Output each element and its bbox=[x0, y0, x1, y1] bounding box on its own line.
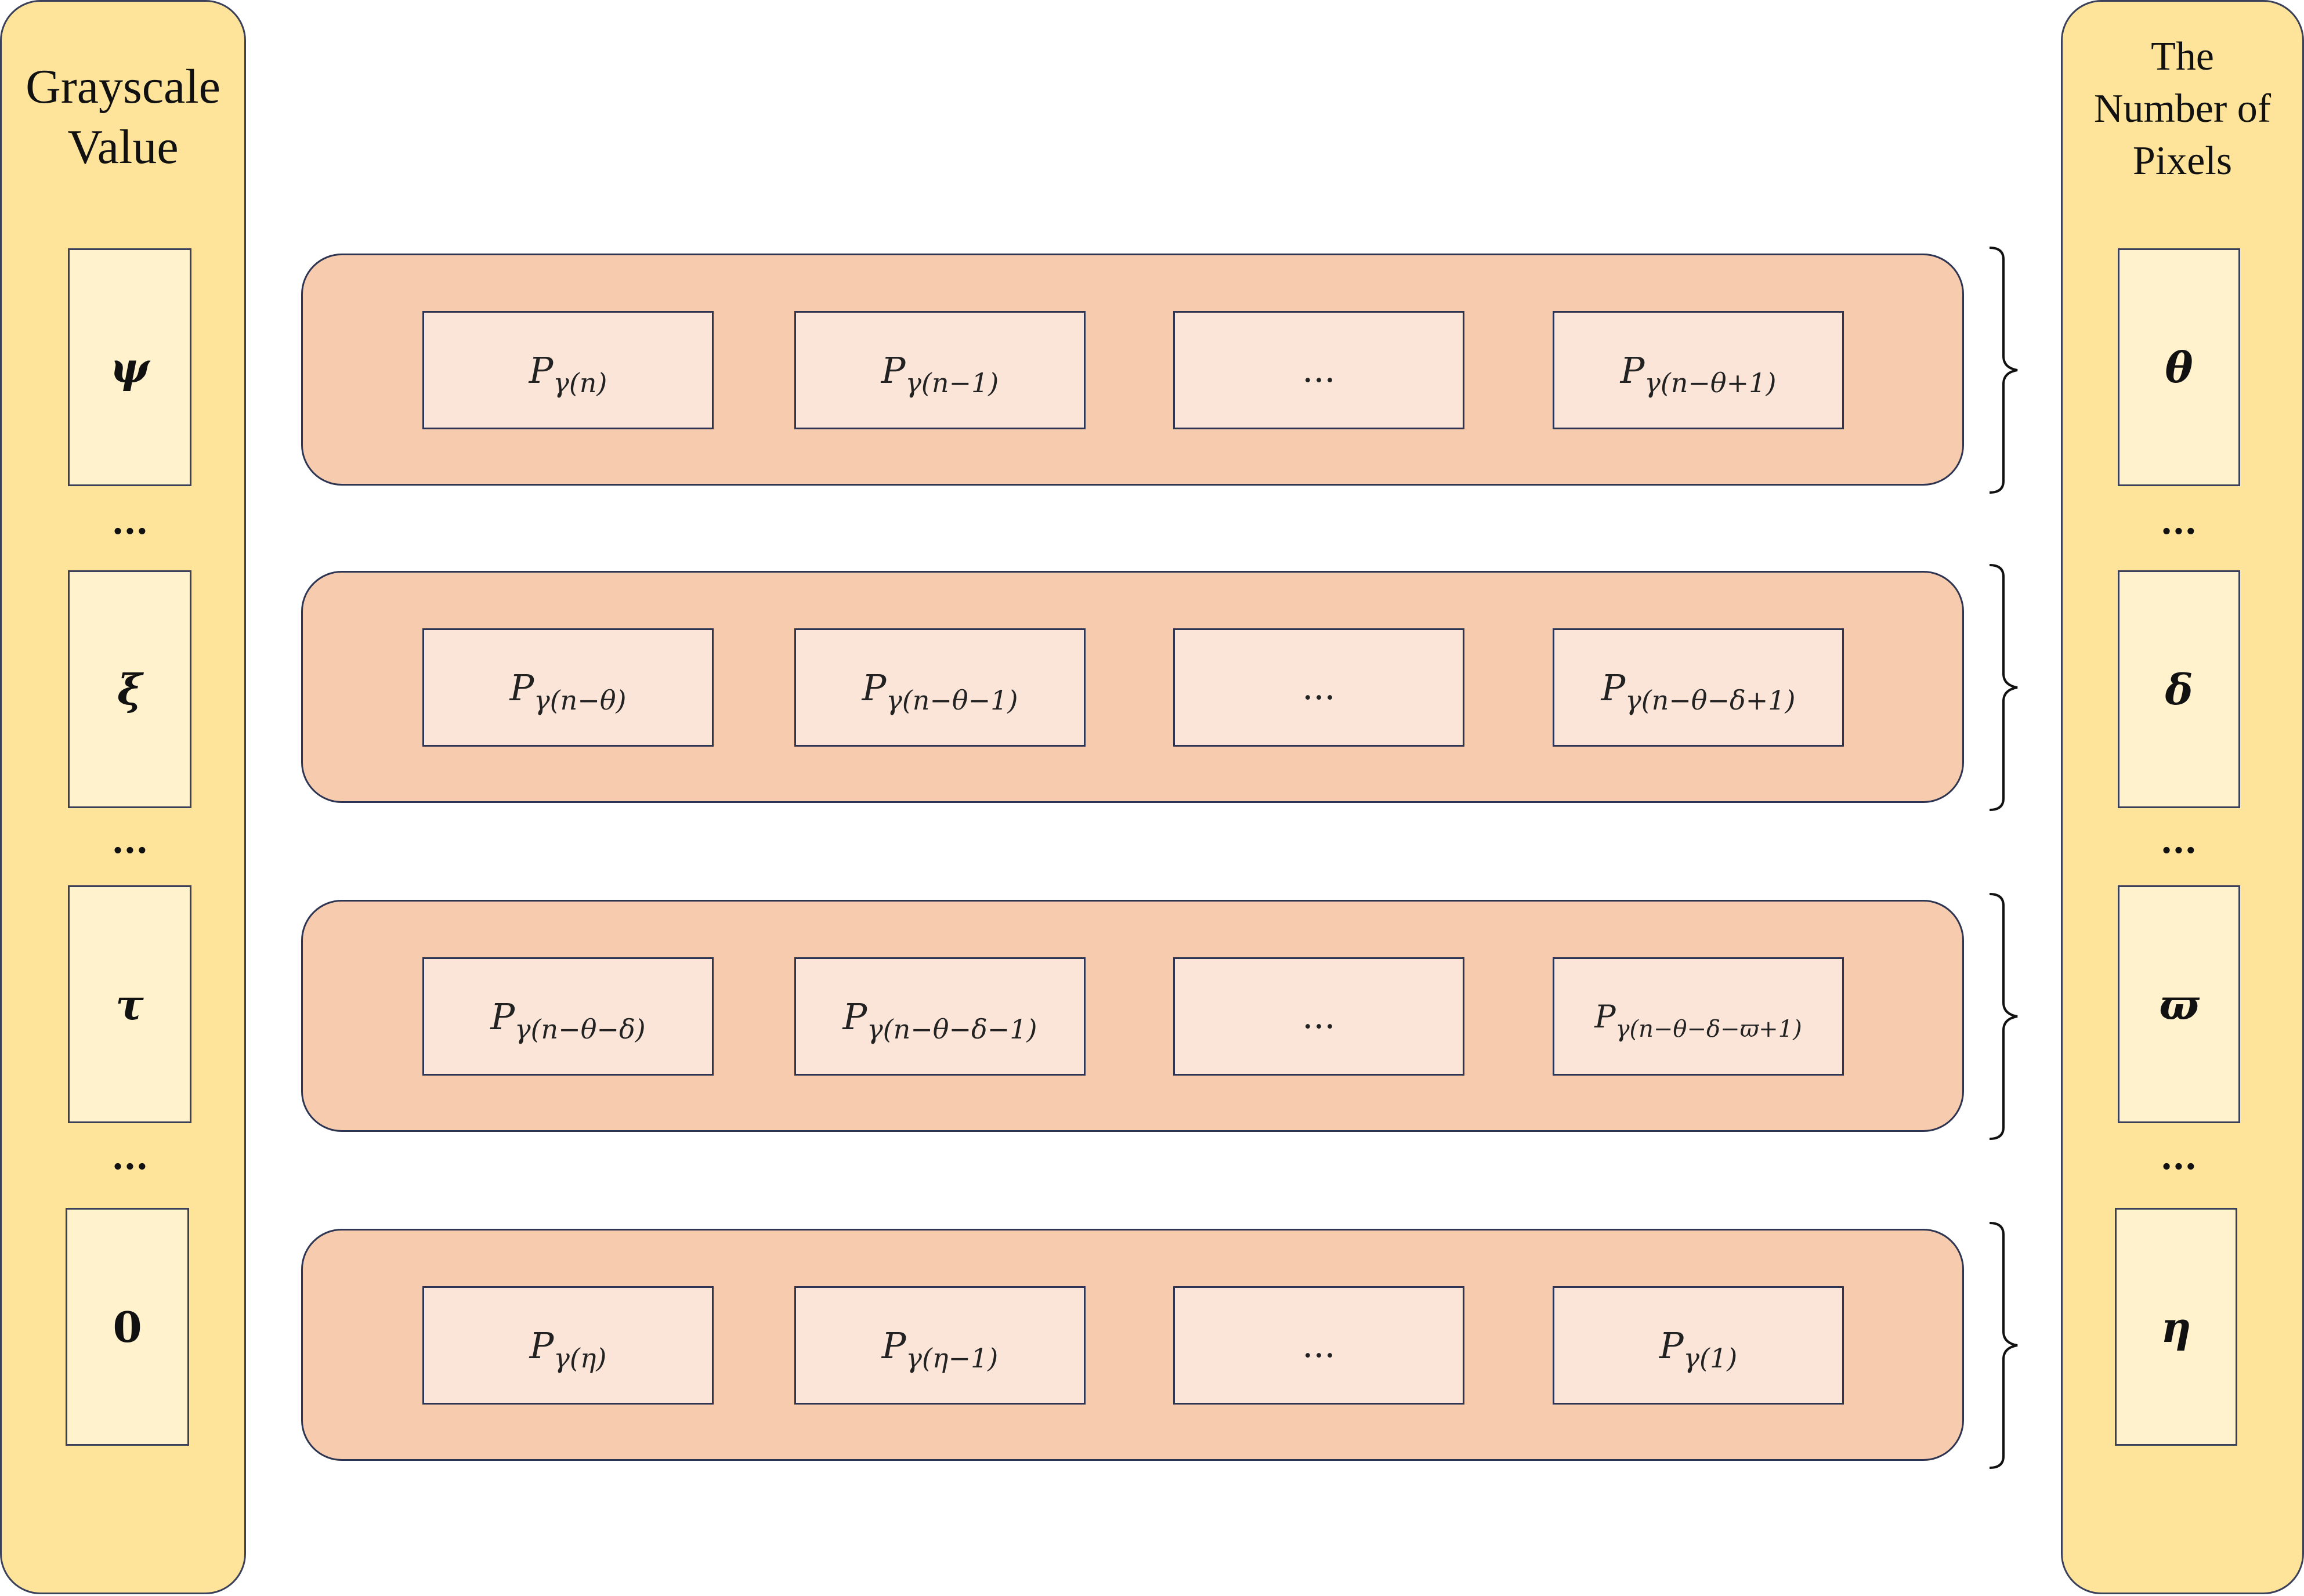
cell-main: P bbox=[490, 995, 515, 1038]
brace-icon bbox=[1989, 893, 2018, 1140]
cell-main: ... bbox=[1302, 996, 1336, 1037]
pixel-title-line-3: Pixels bbox=[2132, 139, 2233, 183]
cell-subscript: γ(1) bbox=[1683, 1342, 1738, 1374]
cell-main: P bbox=[862, 666, 887, 709]
cell-main: ... bbox=[1302, 1325, 1336, 1366]
cell-subscript: γ(n−1) bbox=[905, 367, 999, 399]
pixel-count-delta: δ bbox=[2118, 570, 2240, 808]
pixel-cell-ellipsis: ... bbox=[1173, 628, 1464, 747]
grayscale-value-tau: τ bbox=[68, 885, 191, 1123]
cell-subscript: γ(n−θ−δ) bbox=[515, 1014, 646, 1045]
grayscale-ellipsis-1: ... bbox=[111, 502, 149, 542]
pixel-count-title: The Number of Pixels bbox=[2063, 31, 2302, 187]
pixel-ellipsis-1: ... bbox=[2160, 502, 2197, 542]
cell-subscript: γ(n) bbox=[553, 367, 607, 399]
cell-main: P bbox=[881, 1324, 906, 1367]
grayscale-value-xi: ξ bbox=[68, 570, 191, 808]
cell-subscript: γ(η−1) bbox=[906, 1342, 999, 1374]
cell-main: ... bbox=[1302, 350, 1336, 390]
pixel-count-theta: θ bbox=[2118, 248, 2240, 486]
pixel-ellipsis-2: ... bbox=[2160, 821, 2197, 862]
cell-subscript: γ(n−θ−δ−1) bbox=[867, 1014, 1037, 1045]
grayscale-ellipsis-3: ... bbox=[111, 1137, 149, 1178]
brace-icon bbox=[1989, 564, 2018, 811]
cell-subscript: γ(n−θ) bbox=[534, 685, 627, 716]
cell-main: P bbox=[842, 995, 867, 1038]
cell-main: P bbox=[881, 349, 906, 392]
grayscale-title-line-1: Grayscale bbox=[26, 60, 220, 114]
grayscale-value-title: Grayscale Value bbox=[2, 57, 244, 178]
grayscale-value-psi: ψ bbox=[68, 248, 191, 486]
grayscale-title-line-2: Value bbox=[67, 120, 179, 174]
cell-subscript: γ(n−θ−δ+1) bbox=[1625, 685, 1796, 716]
cell-main: ... bbox=[1302, 667, 1336, 708]
cell-main: P bbox=[1601, 666, 1626, 709]
cell-main: P bbox=[529, 349, 554, 392]
pixel-cell-ellipsis: ... bbox=[1173, 1286, 1464, 1405]
pixel-count-varpi: ϖ bbox=[2118, 885, 2240, 1123]
cell-main: P bbox=[1620, 349, 1645, 392]
cell-main: P bbox=[529, 1324, 554, 1367]
pixel-count-eta: η bbox=[2115, 1208, 2237, 1446]
brace-icon bbox=[1989, 1222, 2018, 1469]
cell-main: P bbox=[509, 666, 534, 709]
cell-subscript: γ(n−θ−1) bbox=[886, 685, 1018, 716]
cell-subscript: γ(n−θ+1) bbox=[1644, 367, 1777, 399]
grayscale-value-zero: 0 bbox=[66, 1208, 189, 1446]
cell-subscript: γ(η) bbox=[554, 1342, 607, 1374]
cell-main: P bbox=[1594, 998, 1616, 1035]
pixel-cell-ellipsis: ... bbox=[1173, 957, 1464, 1076]
cell-subscript: γ(n−θ−δ−ϖ+1) bbox=[1615, 1016, 1802, 1043]
pixel-ellipsis-3: ... bbox=[2160, 1137, 2197, 1178]
cell-main: P bbox=[1659, 1324, 1684, 1367]
pixel-title-line-2: Number of bbox=[2093, 86, 2272, 131]
pixel-cell-ellipsis: ... bbox=[1173, 311, 1464, 429]
brace-icon bbox=[1989, 247, 2018, 494]
pixel-title-line-1: The bbox=[2151, 34, 2214, 79]
grayscale-ellipsis-2: ... bbox=[111, 821, 149, 862]
